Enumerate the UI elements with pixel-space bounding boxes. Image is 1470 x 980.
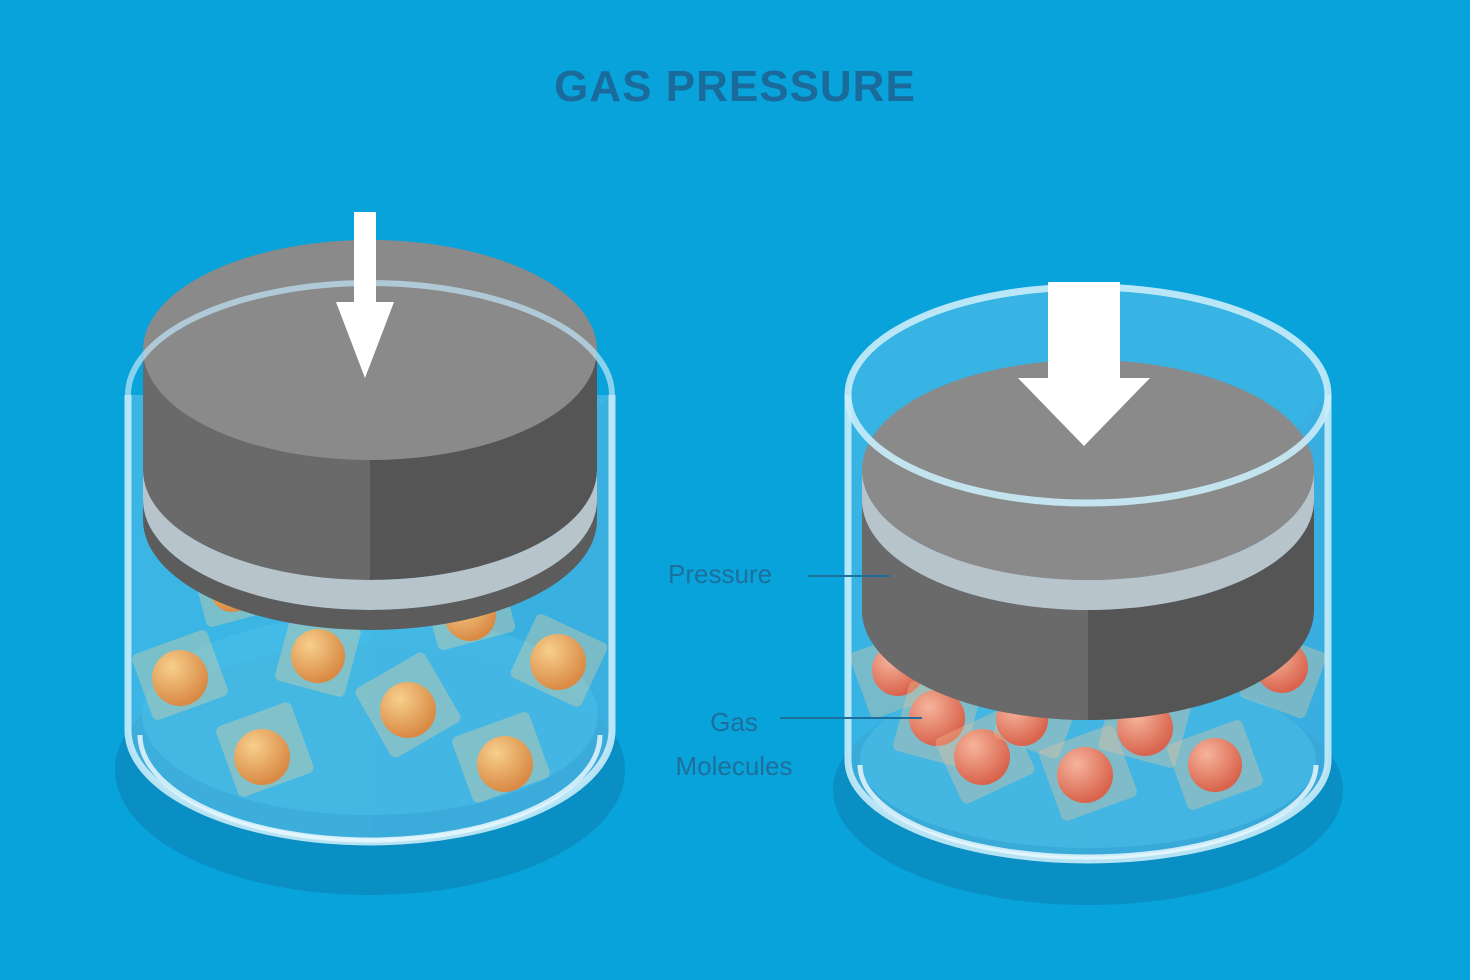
right-glass-outline [844,395,1332,864]
pressure-label: Pressure [668,559,773,589]
left-piston-side-light [143,350,370,580]
gas-molecule [1039,725,1137,821]
gas-molecule [132,630,228,720]
gas-molecule [452,712,550,803]
left-piston-lower [143,500,597,630]
gas-molecules-label: Gas Molecules [654,700,814,788]
gas-molecule [510,614,608,707]
left-glass-base-ring [137,734,603,843]
gas-molecule [216,702,314,797]
gas-label-line2: Molecules [675,751,793,781]
gas-molecule [1167,720,1263,810]
down-arrow-icon [336,212,394,378]
page-title: GAS PRESSURE [554,62,916,111]
gas-label-line1: Gas [710,707,758,737]
left-piston-seal [143,470,597,610]
right-piston-seal [862,470,1314,610]
left-cylinder [115,212,625,895]
right-glass-base-ring [857,764,1319,860]
right-piston-top [862,360,1314,580]
gas-molecule [275,611,361,697]
down-arrow-icon [1018,282,1150,446]
gas-molecule [355,652,461,758]
right-cylinder [833,282,1343,905]
